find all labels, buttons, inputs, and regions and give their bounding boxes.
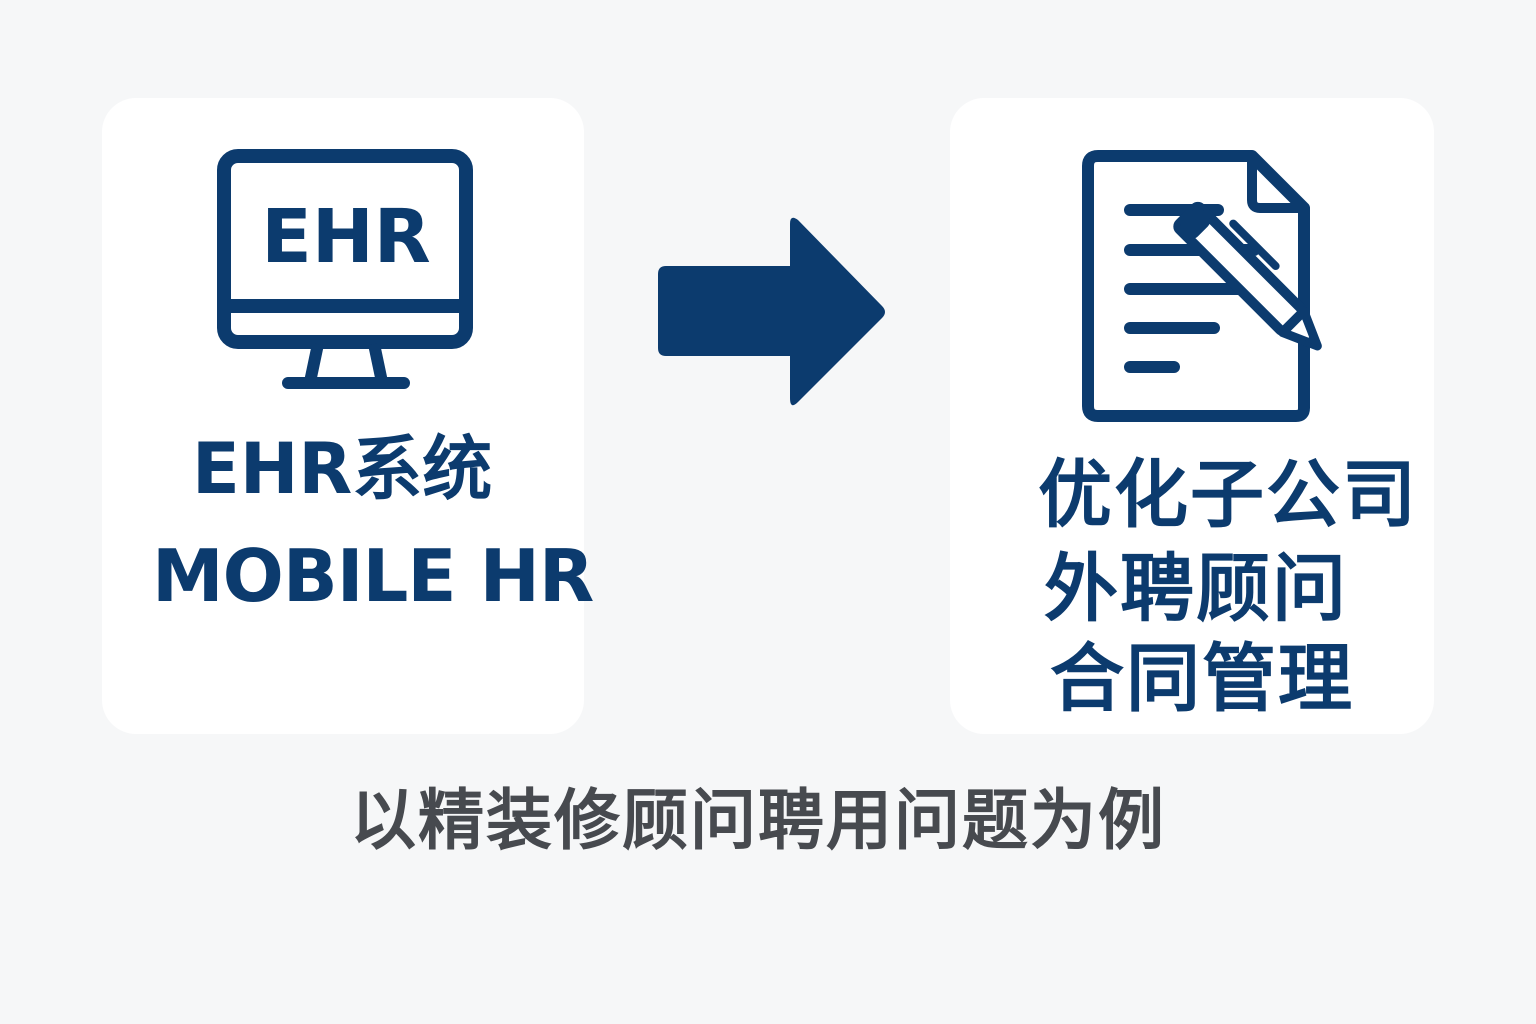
computer-monitor-icon: EHR: [217, 149, 473, 389]
monitor-screen-text: EHR: [261, 194, 430, 280]
caption: 以精装修顾问聘用问题为例: [350, 782, 1166, 859]
contract-management-label: 合同管理: [1050, 636, 1354, 722]
ehr-system-label: EHR系统: [192, 428, 493, 510]
mobile-hr-label: MOBILE HR: [152, 534, 594, 618]
contract-document-pen-icon: [1082, 150, 1322, 422]
external-consultant-label: 外聘顾问: [1044, 546, 1348, 632]
right-arrow-icon: [658, 217, 885, 406]
ehr-system-card: [102, 98, 584, 734]
optimize-subsidiary-label: 优化子公司: [1038, 452, 1418, 538]
